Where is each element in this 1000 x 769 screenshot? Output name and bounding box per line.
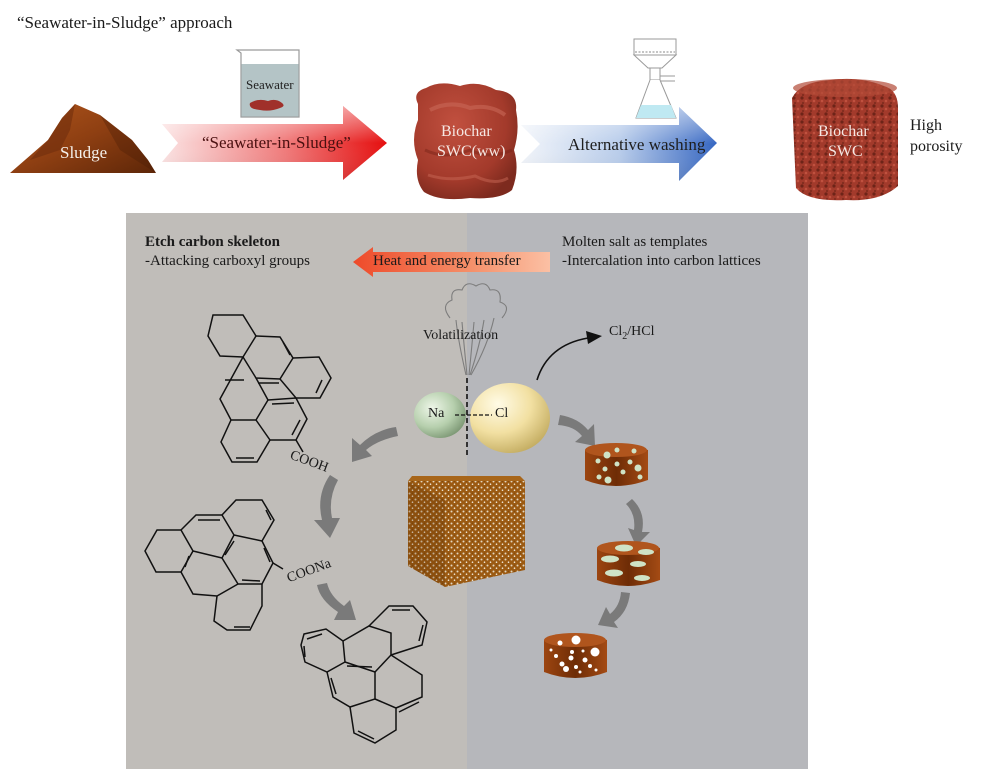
cycle-arrow-to-disc2 <box>626 499 650 546</box>
gas-product-cl: Cl <box>609 324 623 339</box>
char-disc-salt-melt <box>597 541 660 586</box>
porous-carbon-cube <box>408 476 525 587</box>
cycle-arrow-to-coona <box>314 475 340 538</box>
molecule-carboxylic-acid <box>207 314 332 463</box>
heat-transfer-arrow <box>353 247 550 277</box>
heat-arrow-label: Heat and energy transfer <box>373 253 521 269</box>
biochar-label-2: SWC <box>828 143 863 160</box>
sludge-pile <box>10 104 156 173</box>
porosity-label-2: porosity <box>910 138 963 155</box>
etch-subtext: -Attacking carboxyl groups <box>145 253 310 269</box>
approach-title: “Seawater-in-Sludge” approach <box>17 13 233 32</box>
porosity-label-1: High <box>910 117 942 134</box>
gas-release-arrow <box>536 331 602 381</box>
na-label: Na <box>428 406 445 421</box>
seawater-in-sludge-arrow <box>162 106 387 180</box>
biochar-swc <box>792 78 898 201</box>
washing-arrow-label: Alternative washing <box>568 135 706 154</box>
cycle-arrows <box>314 415 650 628</box>
biochar-label-1: Biochar <box>818 123 869 140</box>
volatilization-label: Volatilization <box>423 328 499 343</box>
na-atom-sphere <box>414 392 466 438</box>
cl-atom-sphere <box>470 383 550 453</box>
volatilization-cloud-icon <box>444 283 508 376</box>
cycle-arrow-to-cooh <box>352 427 398 462</box>
molten-heading: Molten salt as templates <box>562 234 708 250</box>
cycle-arrow-to-disc1 <box>558 415 595 446</box>
char-disc-porous <box>544 633 607 678</box>
filter-flask-icon <box>632 38 678 119</box>
cycle-arrow-to-disc3 <box>598 592 630 628</box>
alternative-washing-arrow <box>521 107 717 181</box>
sludge-label: Sludge <box>60 143 108 162</box>
biochar-swc-ww <box>414 83 518 200</box>
cycle-arrow-to-product <box>317 583 356 620</box>
molecule-pah-product <box>300 605 428 744</box>
biochar-ww-label-1: Biochar <box>441 123 492 140</box>
cl-label: Cl <box>495 406 509 421</box>
char-disc-salt-crystals <box>585 443 648 486</box>
molecule-sodium-carboxylate <box>144 499 284 631</box>
beaker-label: Seawater <box>246 77 294 92</box>
molten-subtext: -Intercalation into carbon lattices <box>562 253 761 269</box>
etch-heading: Etch carbon skeleton <box>145 234 280 250</box>
gas-product-label: Cl2/HCl <box>609 324 654 342</box>
seawater-arrow-label: “Seawater-in-Sludge” <box>202 133 351 152</box>
seawater-beaker-icon <box>235 49 300 118</box>
gas-product-subscript: 2 <box>622 330 628 342</box>
biochar-ww-label-2: SWC(ww) <box>437 143 506 160</box>
gas-product-rest: /HCl <box>627 324 655 339</box>
